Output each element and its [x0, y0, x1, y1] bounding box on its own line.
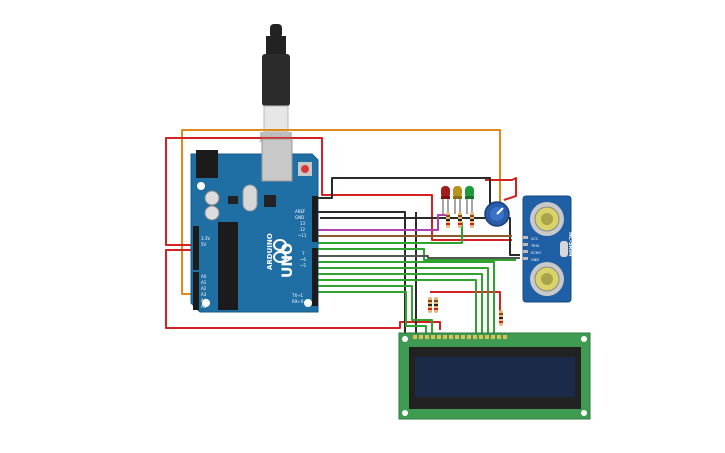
arduino-model: UNO — [280, 243, 296, 278]
digital-header-top — [312, 196, 318, 242]
wire-red-5v — [165, 137, 512, 246]
wire-orange-a3-pot — [181, 129, 501, 295]
led-green[interactable] — [465, 186, 474, 214]
sensor-pin-label: VCC — [531, 237, 539, 241]
arduino-uno-board[interactable]: ARDUINO UNO AREF GND 13 12 ~11 7 ~6 ~5 T… — [190, 138, 319, 313]
capacitor — [204, 190, 220, 206]
pin-label: A0 — [201, 274, 207, 279]
led-yellow[interactable] — [453, 186, 462, 214]
wire-purple — [310, 214, 447, 231]
resistor[interactable] — [428, 297, 432, 313]
pin-label: 13 — [300, 221, 306, 226]
led-red[interactable] — [441, 186, 450, 214]
resistor[interactable] — [458, 212, 462, 228]
crystal — [560, 241, 568, 257]
digital-header-bottom — [312, 248, 318, 306]
pin-label: A2 — [201, 286, 207, 291]
mounting-hole — [197, 182, 205, 190]
pin-label: ~11 — [298, 233, 307, 238]
power-header — [193, 226, 199, 270]
mounting-hole — [304, 299, 312, 307]
mounting-hole — [581, 410, 587, 416]
resistor[interactable] — [499, 310, 503, 326]
mounting-hole — [202, 299, 210, 307]
lcd-screen — [415, 357, 575, 397]
pin-label: A5 — [201, 304, 207, 309]
lcd-display[interactable] — [398, 332, 591, 420]
atmega-chip — [218, 222, 238, 310]
arduino-logo-icon — [273, 239, 287, 263]
analog-header — [193, 272, 199, 310]
pin-label: ~5 — [300, 263, 306, 268]
mounting-hole — [402, 336, 408, 342]
pin-label: A1 — [201, 280, 207, 285]
resistor[interactable] — [446, 212, 450, 228]
pin-label: 5V — [201, 242, 207, 247]
resistor[interactable] — [434, 297, 438, 313]
wire-red-gnd-lcd — [165, 249, 441, 330]
wire-red-sensor-vcc — [485, 177, 517, 201]
sensor-pin-label: TRIG — [530, 244, 540, 248]
usb-cable[interactable] — [260, 24, 292, 142]
mounting-hole — [402, 410, 408, 416]
pin-label: 3.3V — [201, 236, 210, 241]
wire-black-gnd-top — [310, 177, 491, 205]
sensor-model: HC-SR04 — [567, 232, 573, 257]
ultrasonic-sensor[interactable]: VCC TRIG ECHO GND HC-SR04 — [522, 195, 573, 303]
wires — [165, 129, 520, 334]
pin-label: 12 — [300, 227, 306, 232]
pin-label: GND — [295, 215, 304, 220]
pin-label: A4 — [201, 298, 207, 303]
pin-label: 7 — [302, 251, 305, 256]
dc-power-jack — [196, 150, 218, 178]
pin-label: AREF — [295, 209, 306, 214]
pin-label: RX←0 — [292, 299, 304, 304]
wire-red-right — [430, 291, 501, 312]
pin-label: A3 — [201, 292, 207, 297]
arduino-brand: ARDUINO — [266, 233, 274, 270]
crystal — [242, 184, 258, 212]
usb-jack — [261, 138, 293, 182]
lcd-pin-header — [413, 335, 507, 339]
sensor-pin-label: GND — [531, 258, 539, 262]
capacitor — [204, 205, 220, 221]
pin-label: ~6 — [300, 257, 306, 262]
mounting-hole — [581, 336, 587, 342]
sensor-pin-label: ECHO — [531, 251, 541, 255]
resistor[interactable] — [470, 212, 474, 228]
pin-label: TX→1 — [291, 293, 304, 298]
potentiometer[interactable] — [484, 201, 510, 227]
